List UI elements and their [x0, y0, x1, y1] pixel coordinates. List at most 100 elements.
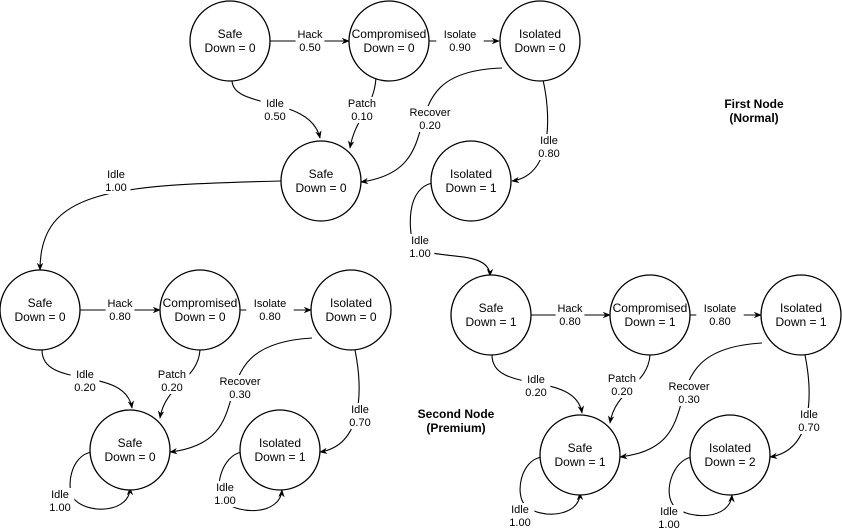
- edge-label-background: [246, 297, 294, 323]
- edge-label-background: [406, 106, 454, 132]
- edge-probability: 0.10: [351, 111, 372, 123]
- edge-action: Idle: [266, 98, 284, 110]
- edge-action: Idle: [800, 409, 818, 421]
- edge-probability: 0.70: [349, 417, 370, 429]
- edge-action: Idle: [76, 369, 94, 381]
- edge-action: Hack: [107, 298, 133, 310]
- edge-b-self-safe: [69, 451, 134, 510]
- state-circle: [450, 274, 532, 356]
- state-down-count: Down = 1: [254, 450, 305, 464]
- state-name: Safe: [28, 296, 53, 310]
- state-name: Isolated: [259, 436, 301, 450]
- edge-probability: 0.20: [74, 382, 95, 394]
- edge-probability: 0.30: [678, 394, 699, 406]
- state-down-count: Down = 0: [514, 41, 565, 55]
- state-name: Compromised: [613, 301, 688, 315]
- state-circle: [89, 409, 171, 491]
- edge-probability: 0.20: [419, 120, 440, 132]
- edge-label-background: [345, 403, 375, 429]
- edge-probability: 0.80: [109, 311, 130, 323]
- edge-action: Idle: [411, 235, 429, 247]
- edge-label-background: [405, 234, 435, 260]
- state-down-count: Down = 0: [104, 450, 155, 464]
- state-down-count: Down = 0: [174, 310, 225, 324]
- edge-label-background: [654, 505, 684, 528]
- edge-action: Idle: [351, 404, 369, 416]
- edge-action: Idle: [540, 135, 558, 147]
- state-down-count: Down = 2: [704, 455, 755, 469]
- edge-probability: 0.90: [449, 42, 470, 54]
- edge-action: Patch: [158, 369, 186, 381]
- edge-action: Idle: [527, 374, 545, 386]
- edge-action: Idle: [511, 504, 529, 516]
- edge-probability: 1.00: [49, 502, 70, 514]
- state-name: Safe: [479, 301, 504, 315]
- edge-probability: 0.50: [264, 111, 285, 123]
- state-circle: [430, 140, 512, 222]
- state-name: Isolated: [709, 441, 751, 455]
- edge-label-background: [436, 28, 484, 54]
- edge-action: Patch: [348, 98, 376, 110]
- edge-label-background: [344, 97, 380, 123]
- edge-b-idle-iso: [319, 349, 360, 455]
- state-name: Compromised: [163, 296, 238, 310]
- state-circle: [0, 269, 81, 351]
- state-circle: [609, 274, 691, 356]
- edge-probability: 0.80: [538, 148, 559, 160]
- state-down-count: Down = 0: [363, 41, 414, 55]
- state-name: Isolated: [519, 27, 561, 41]
- edge-label-background: [45, 488, 75, 514]
- edge-action: Isolate: [704, 303, 736, 315]
- edge-label-background: [555, 302, 585, 328]
- edge-probability: 0.50: [299, 42, 320, 54]
- edge-action: Idle: [107, 169, 125, 181]
- state-name: Compromised: [352, 27, 427, 41]
- state-circle: [539, 414, 621, 496]
- state-name: Isolated: [450, 167, 492, 181]
- edge-action: Isolate: [254, 298, 286, 310]
- state-circle: [280, 140, 362, 222]
- second-node-title: Second Node: [418, 407, 495, 421]
- edge-label-background: [521, 373, 551, 399]
- edge-action: Hack: [557, 303, 583, 315]
- edge-label-background: [505, 503, 535, 528]
- state-circle: [239, 409, 321, 491]
- edge-probability: 0.20: [161, 382, 182, 394]
- edge-probability: 0.80: [559, 316, 580, 328]
- edge-action: Recover: [220, 376, 261, 388]
- edge-label-background: [794, 408, 824, 434]
- edge-probability: 0.20: [525, 387, 546, 399]
- edge-action: Idle: [660, 506, 678, 518]
- state-circle: [499, 0, 581, 82]
- edge-label-background: [216, 375, 264, 401]
- edge-a-idle-iso: [511, 79, 549, 184]
- edge-probability: 0.30: [229, 389, 250, 401]
- state-down-count: Down = 1: [554, 455, 605, 469]
- state-name: Safe: [118, 436, 143, 450]
- state-circle: [159, 269, 241, 351]
